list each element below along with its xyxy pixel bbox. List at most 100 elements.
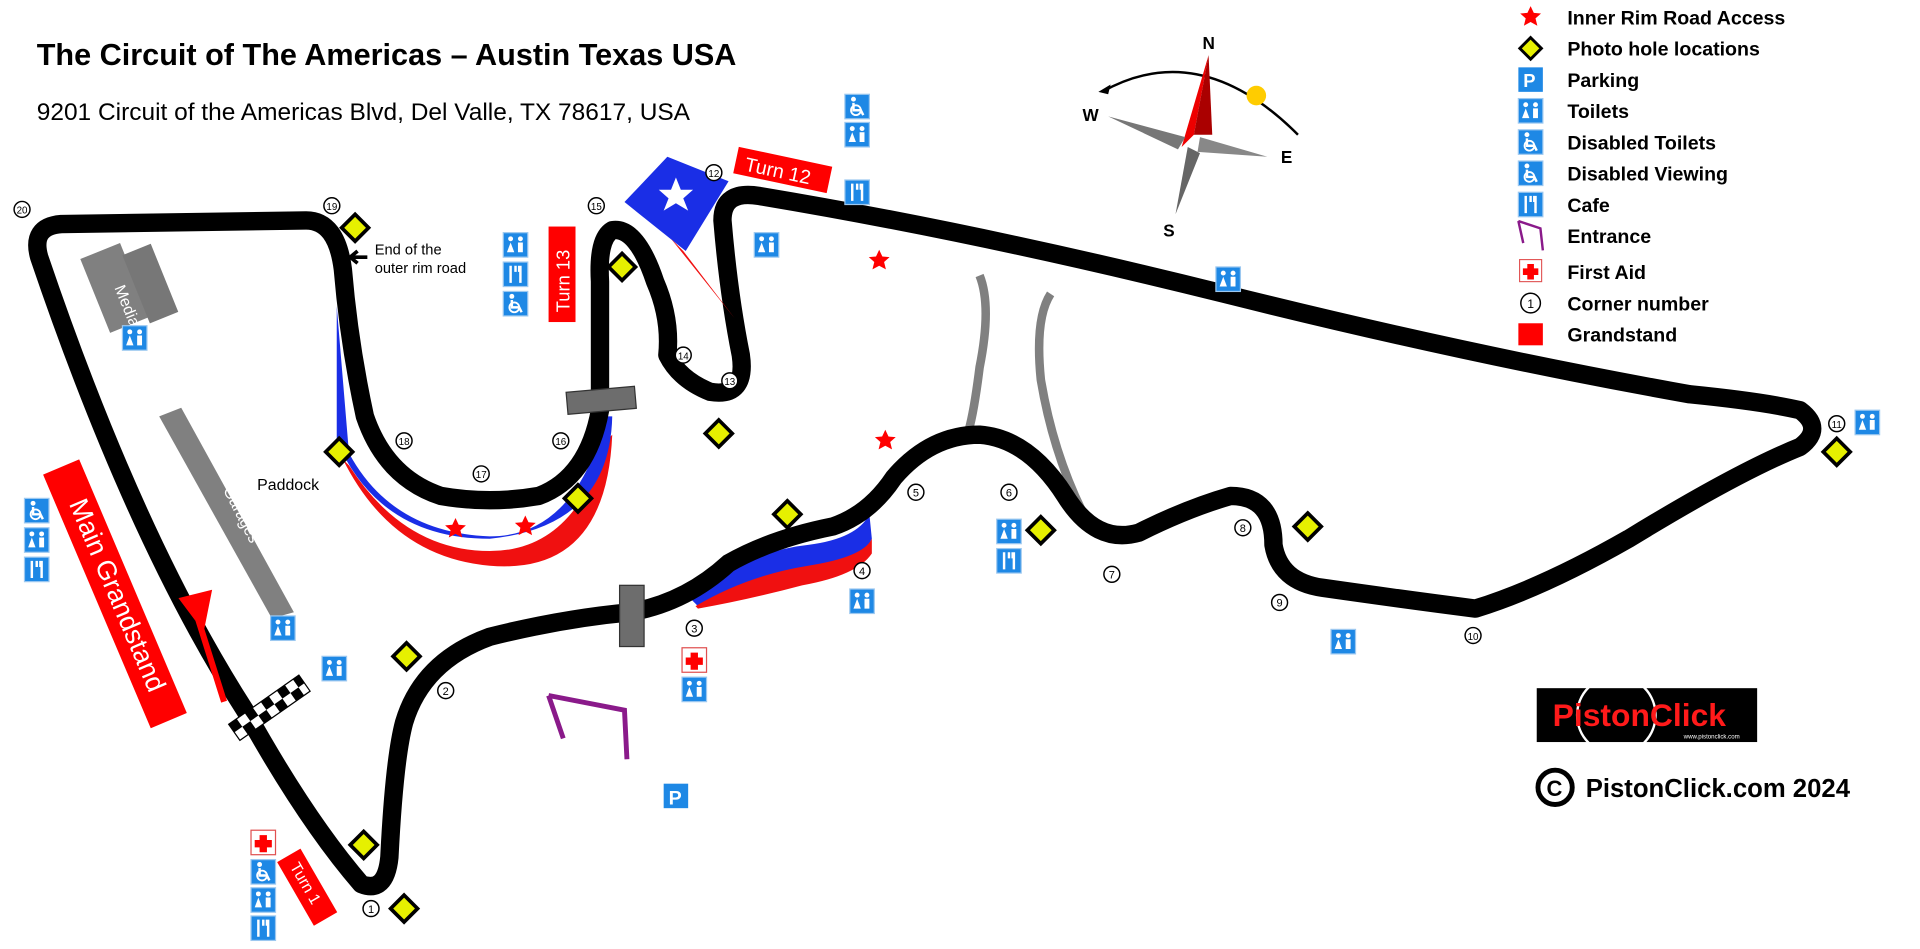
legend-item: Disabled Viewing — [1517, 159, 1728, 187]
svg-text:2: 2 — [443, 686, 449, 698]
corner-number: 17 — [472, 465, 490, 483]
parking-icon: P — [663, 783, 689, 810]
service-road — [963, 273, 990, 437]
svg-text:W: W — [1082, 105, 1099, 125]
photo-hole-marker — [772, 498, 803, 530]
copyright-icon — [1535, 767, 1575, 807]
photo-hole-marker — [391, 641, 422, 672]
corner-number: 6 — [1000, 483, 1018, 501]
corner-number: 1 — [362, 899, 380, 918]
disabled-icon — [23, 497, 51, 525]
turn13-label: Turn 13 — [552, 250, 573, 313]
corner-number-icon — [1520, 292, 1542, 314]
direction-arrow — [178, 589, 228, 703]
cafe-icon — [23, 555, 51, 583]
photo-hole-marker — [1292, 511, 1324, 542]
corner-number: 7 — [1103, 565, 1121, 583]
toilets-icon — [844, 121, 871, 148]
legend-label: Entrance — [1567, 226, 1651, 248]
turn13-grandstand: Turn 13 — [548, 226, 576, 323]
svg-text:1: 1 — [1527, 297, 1534, 311]
svg-text:10: 10 — [1468, 632, 1479, 643]
cafe-icon — [502, 260, 529, 288]
legend-label: Cafe — [1567, 195, 1610, 217]
corner-number: 16 — [552, 432, 570, 450]
map-title: The Circuit of The Americas – Austin Tex… — [37, 38, 737, 72]
corner-number: 14 — [674, 346, 692, 364]
main-grandstand: Main Grandstand — [43, 459, 187, 729]
legend-item: P Parking — [1518, 67, 1639, 92]
corner-number: 3 — [685, 619, 703, 637]
svg-text:11: 11 — [1832, 420, 1842, 431]
main-grandstand-label: Main Grandstand — [63, 494, 171, 696]
svg-text:12: 12 — [708, 169, 719, 180]
corner-number: 15 — [587, 197, 606, 215]
disabled-icon — [249, 858, 277, 886]
svg-text:C: C — [1547, 776, 1563, 801]
svg-text:7: 7 — [1109, 570, 1115, 582]
pistonclick-logo: PistonClick www.pistonclick.com — [1536, 674, 1758, 756]
corner-number: 12 — [705, 163, 723, 182]
outer-rim-label: End of the — [375, 243, 442, 259]
svg-text:6: 6 — [1006, 488, 1012, 500]
photo-hole-marker — [388, 893, 420, 924]
toilets-icon — [1854, 409, 1881, 436]
toilets-icon — [681, 676, 708, 703]
corner-number: 20 — [13, 200, 31, 219]
svg-text:19: 19 — [326, 202, 337, 213]
cafe-icon — [843, 178, 871, 206]
corner-number: 10 — [1464, 626, 1482, 645]
svg-text:S: S — [1163, 220, 1174, 240]
grandstand-band-3-4-red — [695, 538, 872, 609]
corner-number: 13 — [721, 372, 739, 390]
toilets-icon — [269, 615, 296, 642]
grandstand-band-3-4 — [691, 514, 872, 607]
inner-rim-access-marker — [868, 249, 890, 270]
race-track — [28, 185, 1822, 896]
cafe-icon — [249, 914, 277, 942]
photo-hole-marker — [348, 829, 379, 861]
cafe-icon — [995, 547, 1023, 575]
toilets-icon — [250, 887, 277, 913]
svg-text:9: 9 — [1277, 598, 1283, 610]
toilets-icon — [23, 527, 50, 553]
corner-number: 18 — [395, 432, 413, 450]
compass: N E S W — [1082, 33, 1299, 240]
cafe-icon — [1517, 191, 1545, 218]
svg-text:E: E — [1281, 147, 1292, 167]
legend-item: Cafe — [1517, 191, 1610, 218]
svg-text:4: 4 — [859, 566, 865, 578]
map-address: 9201 Circuit of the Americas Blvd, Del V… — [37, 99, 691, 126]
legend-item: Toilets — [1517, 97, 1629, 124]
photo-hole-marker — [1821, 436, 1853, 468]
legend-label: Corner number — [1567, 293, 1709, 315]
corner-number: 4 — [853, 561, 871, 580]
garages-building — [159, 407, 294, 619]
toilets-icon — [753, 232, 780, 258]
photo-hole-marker — [1025, 514, 1057, 546]
toilets-icon — [121, 325, 148, 351]
toilets-icon — [1330, 628, 1357, 655]
inner-rim-access-marker — [874, 429, 896, 450]
disabled-viewing-icon — [1517, 159, 1545, 187]
svg-text:P: P — [1523, 70, 1535, 91]
parking-icon — [1518, 67, 1543, 92]
first-aid-icon — [681, 647, 708, 673]
copyright-text: PistonClick.com 2024 — [1586, 775, 1851, 803]
legend-item: Inner Rim Road Access — [1520, 6, 1785, 29]
svg-text:13: 13 — [724, 377, 735, 388]
photo-hole-marker — [703, 418, 735, 449]
corner-number: 9 — [1270, 593, 1289, 612]
legend-label: Parking — [1567, 70, 1639, 92]
corner-number: 8 — [1234, 519, 1252, 537]
legend-item: Grandstand — [1518, 323, 1677, 347]
service-road — [1034, 291, 1088, 517]
toilets-icon — [1517, 97, 1544, 124]
media-building: Media — [80, 242, 179, 333]
svg-text:15: 15 — [591, 202, 602, 213]
svg-text:N: N — [1202, 33, 1214, 53]
logo-brand: PistonClick — [1553, 697, 1727, 733]
photo-hole-marker — [606, 251, 638, 283]
turn1-grandstand: Turn 1 — [277, 848, 338, 926]
